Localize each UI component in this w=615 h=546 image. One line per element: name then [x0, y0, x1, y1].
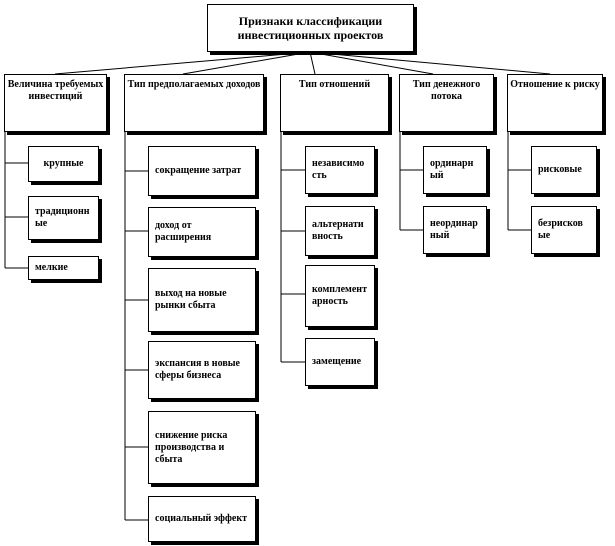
leaf-new-markets: выход на новые рынки сбыта: [148, 268, 256, 332]
root-node: Признаки классификации инвестиционных пр…: [207, 4, 414, 52]
category-investment-size: Величина требуемых инвестиций: [4, 74, 107, 132]
category-relation-type: Тип отношений: [280, 74, 389, 132]
leaf-non-ordinary: неординарный: [423, 206, 487, 254]
leaf-independence: независимость: [305, 146, 375, 194]
leaf-ordinary: ординарный: [423, 146, 487, 194]
leaf-complementarity: комплементарность: [305, 265, 375, 327]
category-income-type: Тип предполагаемых доходов: [124, 74, 264, 132]
leaf-riskless: безрисковые: [531, 206, 597, 254]
leaf-risk-reduction: снижение риска производства и сбыта: [148, 411, 256, 484]
leaf-traditional: традиционные: [28, 196, 99, 240]
category-cash-flow-type: Тип денежного потока: [399, 74, 494, 132]
leaf-new-business: экспансия в новые сферы бизнеса: [148, 341, 256, 399]
leaf-social-effect: социальный эффект: [148, 496, 256, 542]
leaf-expansion-income: доход от расширения: [148, 207, 256, 257]
leaf-substitution: замещение: [305, 338, 375, 386]
leaf-large: крупные: [28, 146, 99, 182]
category-risk-attitude: Отношение к риску: [507, 74, 603, 132]
leaf-cost-reduction: сокращение затрат: [148, 146, 256, 196]
leaf-alternativeness: альтернативность: [305, 206, 375, 256]
leaf-risky: рисковые: [531, 146, 597, 194]
leaf-small: мелкие: [28, 256, 99, 280]
